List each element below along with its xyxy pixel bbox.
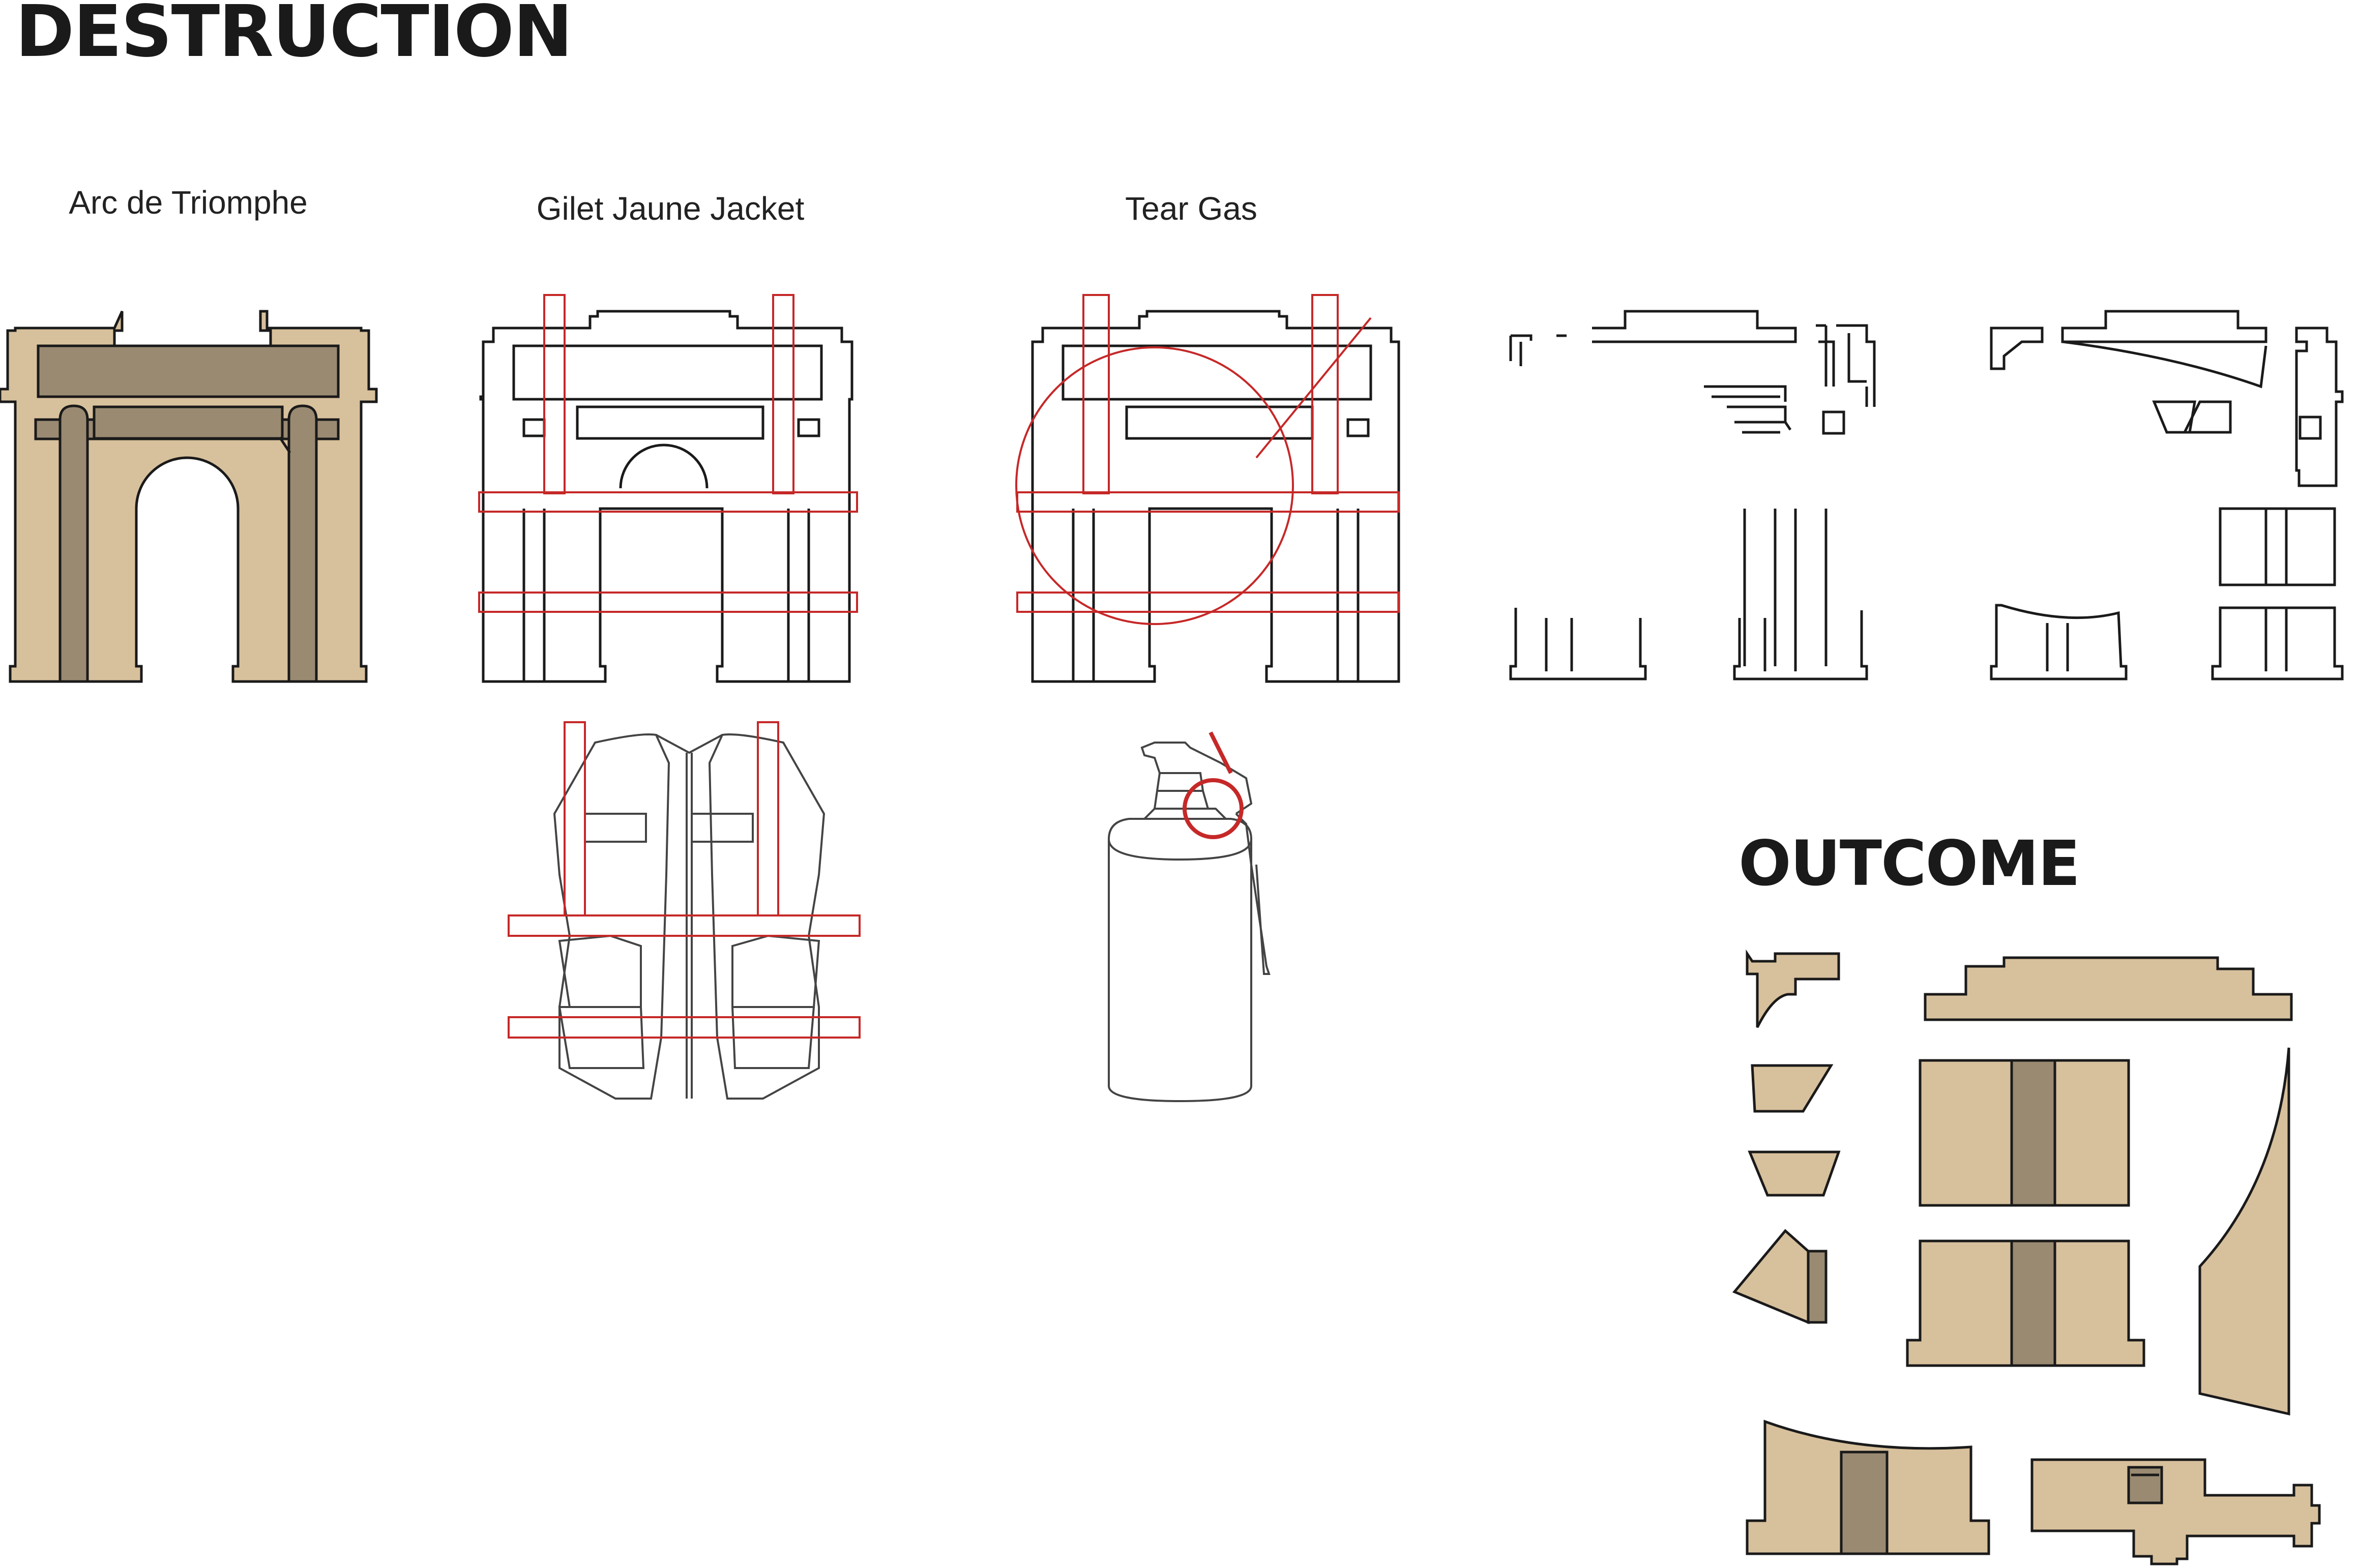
- arc-label: Arc de Triomphe: [69, 184, 308, 221]
- outcome-title: OUTCOME: [1739, 827, 2079, 900]
- arc-jacket-overlay: [478, 294, 858, 683]
- arc-teargas-overlay: [1015, 294, 1400, 683]
- arc-fragmented-1: [1509, 310, 1876, 681]
- arc-de-triomphe-figure: [0, 310, 378, 683]
- arc-fragmented-2: [1990, 310, 2344, 681]
- jacket-label: Gilet Jaune Jacket: [537, 190, 805, 227]
- outcome-pieces: [1732, 949, 2321, 1565]
- gas-label: Tear Gas: [1125, 190, 1257, 227]
- gilet-jacket-figure: [508, 721, 861, 1100]
- tear-gas-canister-figure: [1108, 731, 1271, 1103]
- destruction-title: DESTRUCTION: [15, 0, 572, 73]
